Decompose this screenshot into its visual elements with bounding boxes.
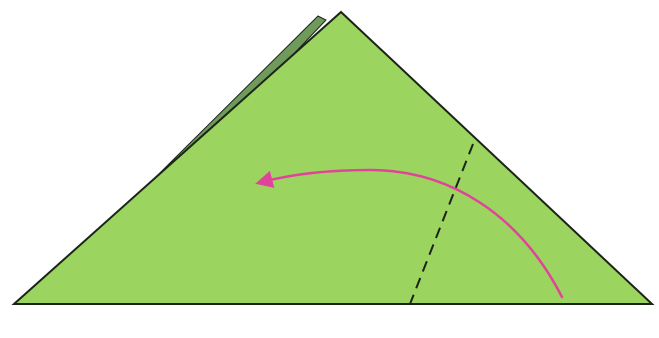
paper-front-triangle bbox=[14, 12, 652, 304]
